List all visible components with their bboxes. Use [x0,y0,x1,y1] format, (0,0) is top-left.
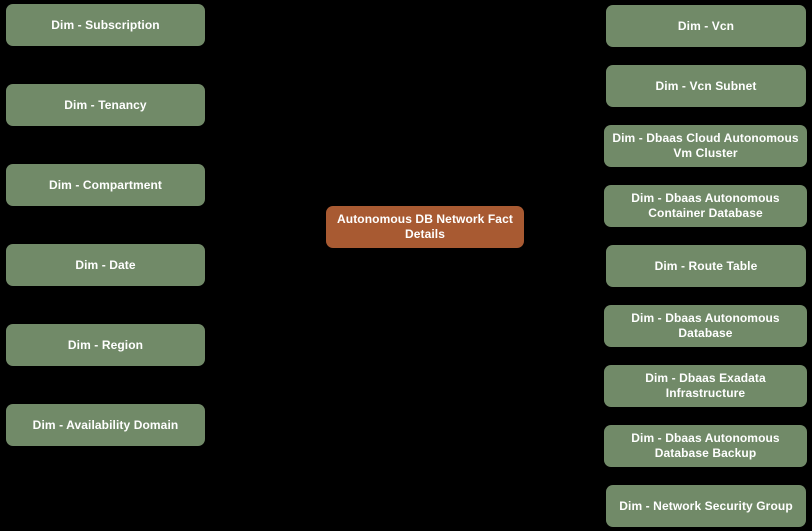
dimension-table-label: Dim - Vcn [677,18,735,33]
dimension-node-dim-dbaas-autonomous-database[interactable]: Dim - Dbaas Autonomous Database [604,305,807,347]
dimension-node-dim-vcn-subnet[interactable]: Dim - Vcn Subnet [606,65,806,107]
dimension-node-dim-compartment[interactable]: Dim - Compartment [6,164,205,206]
dimension-node-dim-region[interactable]: Dim - Region [6,324,205,366]
dimension-table-label: Dim - Route Table [654,258,758,273]
dimension-table-label: Dim - Vcn Subnet [655,78,757,93]
dimension-node-dim-network-security-group[interactable]: Dim - Network Security Group [606,485,806,527]
dimension-table-label: Dim - Dbaas Cloud Autonomous Vm Cluster [612,131,799,160]
dimension-table-label: Dim - Region [67,337,144,352]
dimension-node-dim-subscription[interactable]: Dim - Subscription [6,4,205,46]
dimension-node-dim-availability-domain[interactable]: Dim - Availability Domain [6,404,205,446]
dimension-table-label: Dim - Dbaas Autonomous Database Backup [631,431,780,460]
dimension-table-label: Dim - Tenancy [64,97,147,112]
dimension-table-label: Dim - Compartment [48,177,163,192]
dimension-node-dim-dbaas-autonomous-container-database[interactable]: Dim - Dbaas Autonomous Container Databas… [604,185,807,227]
dimension-node-dim-dbaas-cloud-autonomous-vm-cluster[interactable]: Dim - Dbaas Cloud Autonomous Vm Cluster [604,125,807,167]
dimension-table-label: Dim - Dbaas Autonomous Database [631,311,780,340]
dimension-node-dim-dbaas-autonomous-database-backup[interactable]: Dim - Dbaas Autonomous Database Backup [604,425,807,467]
dimension-table-label: Dim - Network Security Group [619,498,793,513]
dimension-node-dim-route-table[interactable]: Dim - Route Table [606,245,806,287]
fact-table-label: Autonomous DB Network Fact Details [337,212,513,241]
dimension-node-dim-tenancy[interactable]: Dim - Tenancy [6,84,205,126]
dimension-table-label: Dim - Availability Domain [32,417,179,432]
dimension-table-label: Dim - Subscription [51,17,160,32]
dimension-table-label: Dim - Dbaas Exadata Infrastructure [645,371,766,400]
dimension-table-label: Dim - Dbaas Autonomous Container Databas… [631,191,780,220]
fact-node-autonomous-db-network-fact-details[interactable]: Autonomous DB Network Fact Details [326,206,524,248]
dimension-node-dim-vcn[interactable]: Dim - Vcn [606,5,806,47]
dimension-node-dim-date[interactable]: Dim - Date [6,244,205,286]
dimension-node-dim-dbaas-exadata-infrastructure[interactable]: Dim - Dbaas Exadata Infrastructure [604,365,807,407]
dimension-table-label: Dim - Date [75,257,136,272]
